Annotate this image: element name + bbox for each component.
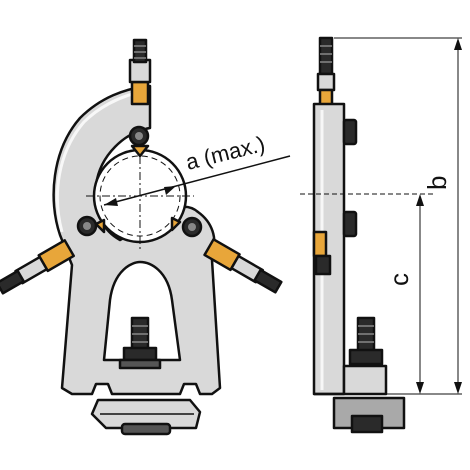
- side-view: [312, 36, 406, 434]
- clamp-plate: [90, 398, 202, 436]
- right-jaw: [203, 238, 283, 294]
- label-a-max: a (max.): [183, 131, 267, 175]
- label-b: b: [422, 176, 452, 190]
- front-view: [0, 38, 283, 436]
- arch-window: [102, 260, 182, 362]
- clamp-stud: [118, 316, 162, 370]
- dimension-lines: [300, 37, 462, 395]
- label-c: c: [384, 273, 414, 286]
- dimension-arrows: [416, 38, 462, 394]
- left-jaw: [0, 239, 75, 295]
- top-jaw: [128, 38, 152, 158]
